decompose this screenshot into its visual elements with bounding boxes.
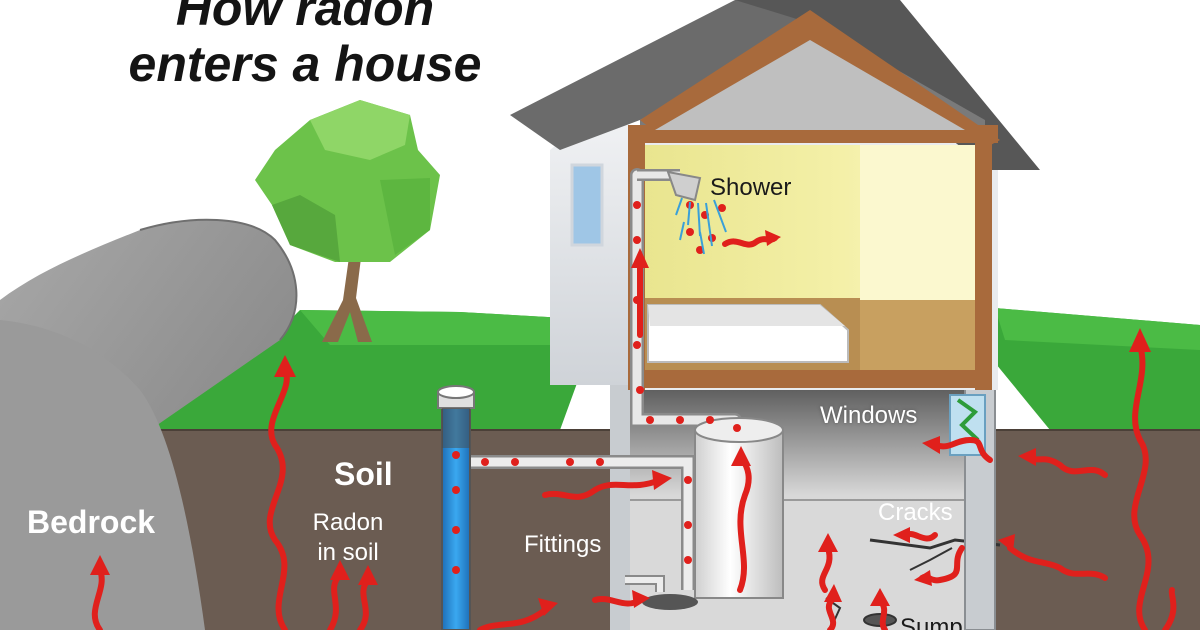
title-line-2: enters a house [85, 38, 525, 90]
label-cracks: Cracks [878, 498, 953, 527]
well [438, 386, 474, 630]
label-windows: Windows [820, 402, 917, 430]
title-line-1: How radon [85, 0, 525, 34]
label-radon-in-soil-2: in soil [298, 538, 398, 567]
label-radon-in-soil-1: Radon [298, 508, 398, 537]
label-bedrock: Bedrock [27, 504, 155, 541]
bathtub [648, 305, 848, 362]
label-fittings: Fittings [524, 530, 601, 559]
label-sump: Sump [900, 614, 963, 630]
label-shower: Shower [710, 174, 791, 202]
label-soil: Soil [334, 456, 393, 493]
